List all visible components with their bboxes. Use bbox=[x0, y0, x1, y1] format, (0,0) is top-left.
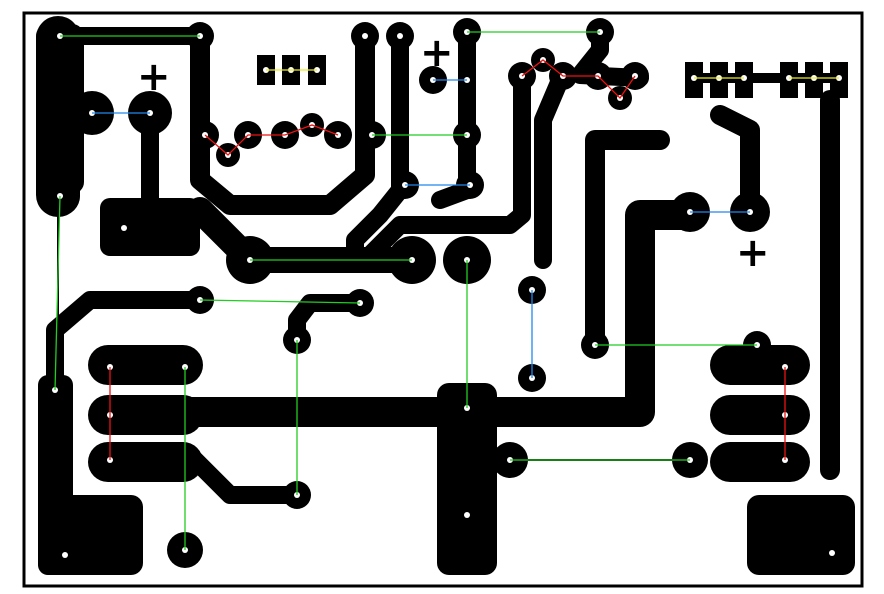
ratsnest-line bbox=[204, 124, 339, 156]
trace-big-bus bbox=[95, 200, 705, 427]
drill-hole bbox=[121, 225, 127, 231]
pad-right-row-2 bbox=[710, 395, 810, 435]
trace-543 bbox=[534, 71, 569, 269]
trace-left-bus bbox=[46, 291, 209, 399]
pad-row-1 bbox=[88, 345, 203, 385]
pad-right-row-1 bbox=[710, 345, 810, 385]
pad-center-block bbox=[437, 383, 497, 575]
drill-hole bbox=[397, 33, 403, 39]
pad-bottom-left-block bbox=[38, 495, 143, 575]
ratsnest-lines bbox=[54, 31, 839, 550]
trace-400 bbox=[346, 27, 409, 269]
pad-right-row-3 bbox=[710, 442, 810, 482]
pad-row-2 bbox=[88, 395, 203, 435]
ratsnest-line bbox=[199, 299, 361, 304]
trace-600 bbox=[585, 130, 670, 355]
plus-marking-top: + bbox=[420, 30, 454, 76]
trace-700 bbox=[710, 105, 760, 222]
ratsnest-line bbox=[54, 195, 61, 391]
pad-block-1 bbox=[100, 198, 200, 256]
plus-marking-right: + bbox=[736, 230, 770, 276]
pad-left-top bbox=[36, 24, 84, 194]
drill-hole bbox=[362, 33, 368, 39]
drill-hole bbox=[62, 552, 68, 558]
pad-bottom-right-block bbox=[747, 495, 855, 575]
drill-hole bbox=[829, 550, 835, 556]
trace-520 bbox=[361, 67, 531, 264]
plus-marking-left: + bbox=[137, 54, 171, 100]
drill-hole bbox=[464, 512, 470, 518]
pad-row-3 bbox=[88, 442, 203, 482]
trace-bot bbox=[186, 451, 306, 504]
trace-200-dn bbox=[190, 26, 375, 215]
ratsnest-line bbox=[521, 59, 636, 100]
